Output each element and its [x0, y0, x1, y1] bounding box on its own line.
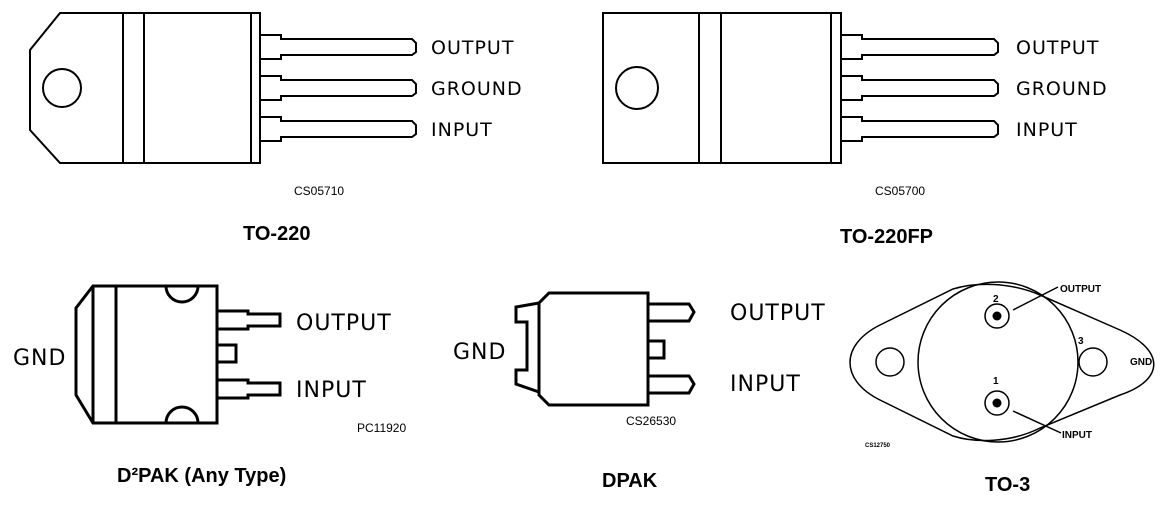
dpak-pin-label: INPUT [730, 372, 801, 397]
to3-can [917, 281, 1079, 443]
d2pak-pin-label: INPUT [296, 378, 367, 403]
d2pak-drawing-code: PC11920 [357, 421, 406, 435]
dpak-body [537, 291, 650, 407]
to220fp-lead-ground [841, 75, 999, 101]
dpak-package: GND OUTPUT INPUT CS26530 DPAK [453, 291, 826, 492]
to3-pin-number: 1 [993, 376, 999, 387]
to3-pin-1-dot [992, 398, 1002, 408]
to220-mounting-hole [42, 68, 82, 108]
to3-flange [849, 283, 1155, 442]
dpak-tab-label: GND [453, 340, 506, 365]
to3-pin-2-ring [984, 303, 1010, 329]
to3-output-leader [1012, 286, 1059, 311]
dpak-center-stub [646, 339, 666, 360]
to220fp-pin-label: OUTPUT [1016, 37, 1099, 59]
to220-drawing-code: CS05710 [294, 184, 344, 198]
to3-case-label: GND [1130, 357, 1152, 368]
d2pak-center-stub [215, 343, 238, 364]
d2pak-title: D²PAK (Any Type) [117, 465, 286, 487]
to3-pin-number: 3 [1078, 336, 1084, 347]
to3-title: TO-3 [985, 474, 1030, 496]
to3-drawing-code: CS12750 [865, 443, 891, 449]
to220fp-pin-label: INPUT [1016, 119, 1078, 141]
to220-pin-label: GROUND [431, 78, 523, 100]
to220fp-lead-output [841, 34, 999, 60]
d2pak-body [74, 284, 219, 425]
to220-lead-input [260, 116, 417, 142]
to3-pin-1-ring [984, 390, 1010, 416]
to3-package: 2 1 3 OUTPUT INPUT GND CS12750 TO-3 [849, 281, 1155, 496]
to220fp-title: TO-220FP [840, 226, 933, 248]
to3-pin-label: INPUT [1062, 430, 1092, 441]
dpak-lead-output [648, 302, 696, 323]
to3-mounting-hole [1078, 347, 1108, 377]
dpak-lead-input [648, 374, 696, 395]
to220-pin-label: INPUT [431, 119, 493, 141]
to220-pin-label: OUTPUT [431, 37, 514, 59]
dpak-gnd-tab [514, 301, 540, 394]
to220-title: TO-220 [243, 223, 310, 245]
d2pak-package: GND OUTPUT INPUT PC11920 D²PAK (Any Type… [13, 284, 406, 487]
d2pak-pin-label: OUTPUT [296, 311, 392, 336]
to3-pin-number: 2 [993, 294, 999, 305]
d2pak-lead-output [217, 309, 282, 331]
to220-lead-ground [260, 75, 417, 101]
d2pak-bottom-notch [164, 405, 200, 424]
to220fp-lead-input [841, 116, 999, 142]
d2pak-lead-input [217, 378, 282, 400]
dpak-title: DPAK [602, 470, 658, 492]
to3-mounting-hole [875, 347, 905, 377]
dpak-pin-label: OUTPUT [730, 301, 826, 326]
d2pak-top-notch [164, 285, 200, 304]
to220-body [29, 12, 261, 164]
to220-package: OUTPUT GROUND INPUT CS05710 TO-220 [29, 12, 523, 245]
to3-pin-2-dot [992, 311, 1002, 321]
to220fp-mounting-hole [615, 66, 659, 110]
to220fp-pin-label: GROUND [1016, 78, 1108, 100]
to220fp-drawing-code: CS05700 [875, 184, 925, 198]
dpak-drawing-code: CS26530 [626, 414, 676, 428]
to220fp-package: OUTPUT GROUND INPUT CS05700 TO-220FP [602, 12, 1108, 248]
d2pak-tab-label: GND [13, 346, 66, 371]
to220-lead-output [260, 34, 417, 60]
to3-pin-label: OUTPUT [1060, 284, 1101, 295]
to3-input-leader [1012, 410, 1062, 434]
